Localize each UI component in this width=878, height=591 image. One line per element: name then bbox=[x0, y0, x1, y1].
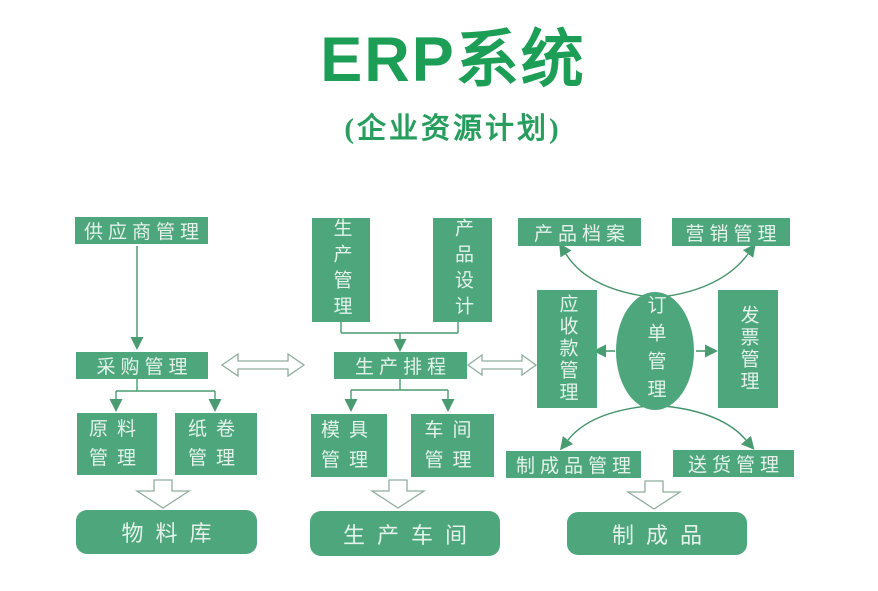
node-production-scheduling: 生产排程 bbox=[334, 352, 467, 379]
node-supplier-management: 供应商管理 bbox=[75, 217, 208, 244]
node-mold-management: 模具管理 bbox=[311, 414, 387, 477]
arrow-purchasing-to-materials bbox=[109, 379, 222, 412]
node-material-warehouse: 物料库 bbox=[76, 510, 257, 554]
node-raw-material-management: 原料管理 bbox=[77, 413, 157, 475]
arrow-scheduling-to-mold-workshop bbox=[344, 378, 455, 412]
node-product-archive: 产品档案 bbox=[518, 218, 641, 246]
block-arrow-to-warehouse bbox=[134, 479, 192, 509]
node-purchasing-management: 采购管理 bbox=[76, 352, 208, 379]
arrow-order-to-archive bbox=[559, 242, 651, 298]
node-marketing-management: 营销管理 bbox=[672, 218, 790, 246]
block-arrow-to-finished-goods bbox=[625, 480, 683, 510]
node-production-workshop: 生产车间 bbox=[310, 511, 500, 556]
node-delivery-management: 送货管理 bbox=[673, 450, 794, 477]
double-arrow-scheduling-receivables bbox=[466, 353, 538, 377]
arrow-order-to-marketing bbox=[661, 243, 756, 298]
double-arrow-purchasing-scheduling bbox=[220, 352, 306, 378]
page-title: ERP系统 bbox=[320, 25, 586, 95]
node-order-management: 订单管理 bbox=[616, 292, 694, 410]
node-finished-goods-management: 制成品管理 bbox=[506, 451, 641, 478]
node-workshop-management: 车间管理 bbox=[411, 414, 494, 477]
node-invoice-management: 发票管理 bbox=[718, 290, 778, 408]
page-subtitle: (企业资源计划) bbox=[344, 113, 562, 146]
arrow-order-to-finished-mgmt bbox=[559, 405, 649, 451]
block-arrow-to-production-workshop bbox=[369, 479, 427, 509]
node-product-design: 产品设计 bbox=[433, 218, 492, 322]
title-block: ERP系统 (企业资源计划) bbox=[14, 25, 878, 147]
node-finished-goods: 制成品 bbox=[567, 512, 747, 555]
node-receivables-management: 应收款管理 bbox=[537, 290, 597, 408]
node-production-management: 生产管理 bbox=[312, 218, 370, 322]
node-paper-roll-management: 纸卷管理 bbox=[175, 413, 257, 475]
arrow-production-design-to-scheduling bbox=[340, 322, 459, 352]
arrow-order-to-delivery bbox=[663, 405, 755, 450]
